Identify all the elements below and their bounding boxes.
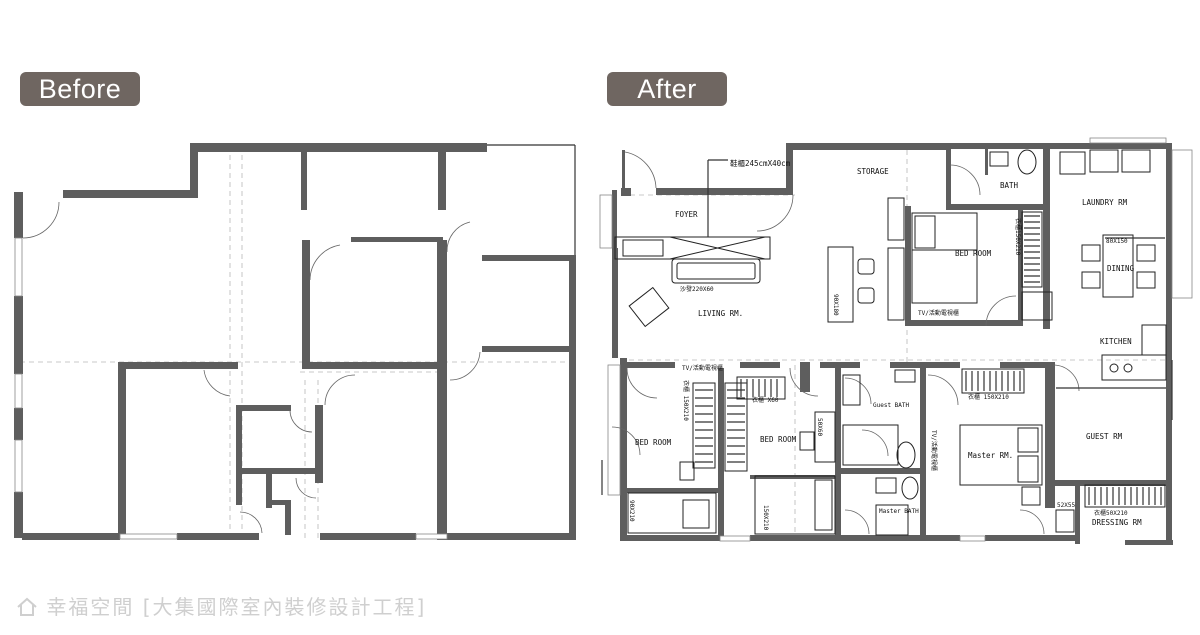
tv-cabinet-top-label: TV/活動電視櫃	[918, 309, 959, 317]
kitchen-label: KITCHEN	[1100, 337, 1132, 346]
guest-bath-label: Guest BATH	[873, 402, 910, 409]
wardrobe-master-label: 衣櫃 150X210	[968, 393, 1009, 401]
watermark-company: [大集國際室內裝修設計工程]	[142, 595, 427, 619]
master-room-label: Master RM.	[968, 451, 1013, 460]
laundry-label: LAUNDRY RM	[1082, 198, 1128, 207]
wardrobe-top-label: 衣櫃150X210	[1014, 218, 1022, 256]
master-bath-label: Master BATH	[879, 508, 919, 515]
dining-label: DINING	[1107, 264, 1135, 273]
foyer-label: FOYER	[675, 210, 698, 219]
after-plan: 鞋櫃245cmX40cm STORAGE BATH LAUNDRY RM FOY…	[599, 137, 1193, 545]
dressing-room-label: DRESSING RM	[1092, 518, 1142, 527]
bedroom-top-label: BED ROOM	[955, 249, 992, 258]
watermark-brand: 幸福空間	[46, 595, 135, 619]
guest-room-label: GUEST RM	[1086, 432, 1123, 441]
living-room-label: LIVING RM.	[698, 309, 743, 318]
tv-cabinet-mid-label: TV/活動電視櫃	[682, 364, 723, 372]
storage-label: STORAGE	[857, 167, 889, 176]
dining-table-label: 80X150	[1106, 238, 1128, 245]
shoe-cabinet-label: 鞋櫃245cmX40cm	[730, 158, 791, 168]
desk-label: 50X60	[816, 418, 823, 436]
bed-150-label: 150X210	[762, 505, 769, 531]
dressing-wardrobe-label: 衣櫃50X210	[1094, 509, 1128, 517]
bedroom-mid-label: BED ROOM	[760, 435, 797, 444]
bed-90-label: 90X210	[628, 500, 635, 522]
watermark: 幸福空間 [大集國際室內裝修設計工程]	[16, 591, 426, 623]
house-logo-icon	[16, 596, 38, 623]
bedroom-left-label: BED ROOM	[635, 438, 672, 447]
sofa-label: 沙發220X60	[680, 285, 714, 293]
tv-cabinet-master-label: TV/活動電視櫃	[930, 430, 938, 471]
island-label: 90X180	[832, 294, 839, 316]
before-plan	[14, 143, 576, 540]
wardrobe-left-label: 衣櫃 150X210	[682, 380, 690, 421]
wardrobe-60-label: 衣櫃 X60	[752, 396, 779, 404]
size-52-label: 52X55	[1057, 502, 1075, 509]
before-label: Before	[20, 72, 140, 106]
bath-label: BATH	[1000, 181, 1019, 190]
after-label: After	[607, 72, 727, 106]
